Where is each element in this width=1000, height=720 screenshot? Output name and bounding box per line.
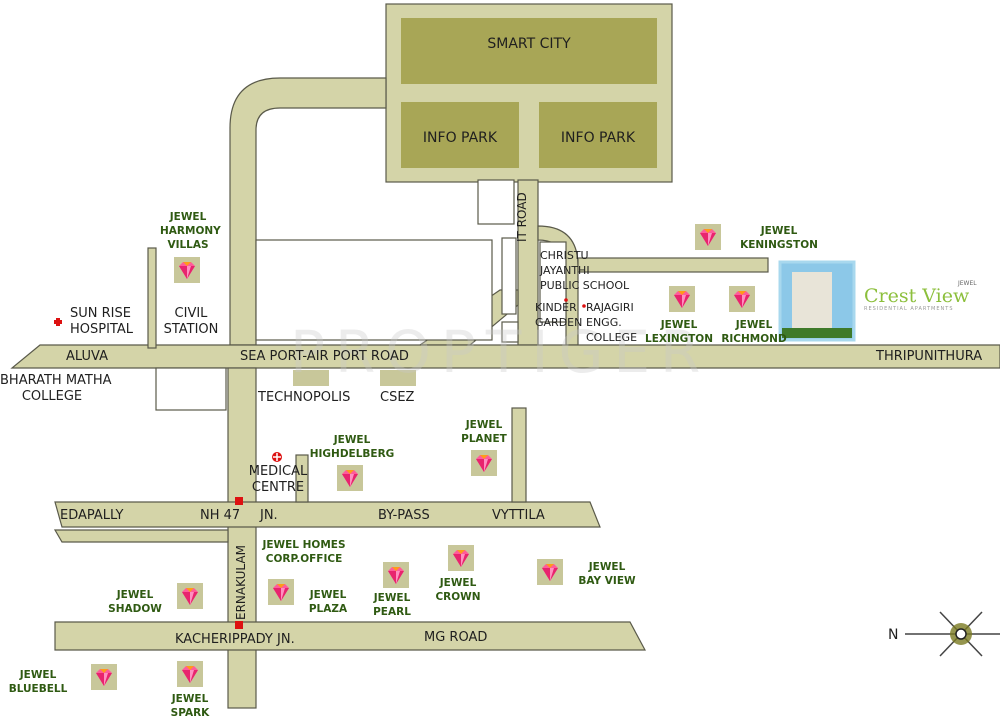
jewel-richmond-gem-icon[interactable]: [729, 286, 755, 312]
rajagiri-dot: [582, 304, 586, 308]
jewel-bluebell-gem-icon[interactable]: [91, 664, 117, 690]
seaport-airport-road-label: SEA PORT-AIR PORT ROAD: [240, 349, 409, 364]
info-park-zone-2: [539, 102, 657, 168]
smart-city-zone: [401, 18, 657, 84]
jewel-lexington-label: JEWEL LEXINGTON: [645, 319, 713, 345]
medical-centre-label: MEDICAL CENTRE: [248, 464, 308, 495]
nh47-road: [227, 367, 257, 709]
jewel-crown-label: JEWEL CROWN: [435, 577, 481, 603]
jewel-spark-label: JEWEL SPARK: [170, 693, 210, 719]
aluva-label: ALUVA: [66, 349, 108, 364]
info-park-zone-1: [401, 102, 519, 168]
medical-lane: [295, 454, 309, 503]
building-shape: [792, 272, 832, 334]
brand-name: Crest View: [864, 285, 970, 307]
ernakulam-label: ERNAKULAM: [234, 545, 248, 620]
brand-subtitle: RESIDENTIAL APARTMENTS: [864, 306, 954, 312]
bharath-matha-label: BHARATH MATHA COLLEGE: [0, 373, 112, 404]
civil-station-label: CIVIL STATION: [163, 306, 219, 337]
jewel-harmony-villas-gem-icon[interactable]: [174, 257, 200, 283]
nh47-marker: [235, 497, 243, 505]
jewel-keningston-label: JEWEL KENINGSTON: [740, 225, 818, 251]
edapally-lower-lane: [53, 529, 229, 543]
jewel-pearl-gem-icon[interactable]: [383, 562, 409, 588]
jewel-planet-label: JEWEL PLANET: [461, 419, 507, 445]
edapally-label: EDAPALLY: [60, 508, 124, 523]
block-white: [477, 179, 515, 225]
jewel-highdelberg-label: JEWEL HIGHDELBERG: [309, 434, 395, 460]
bypass-road: [54, 501, 601, 528]
nh47-label: NH 47: [200, 508, 241, 523]
smart-city-label: SMART CITY: [487, 36, 571, 52]
info-park-label-2: INFO PARK: [560, 130, 636, 146]
block-white: [539, 241, 567, 323]
block-white: [255, 239, 493, 341]
jewel-plaza-gem-icon[interactable]: [268, 579, 294, 605]
aluva-side-road: [147, 247, 157, 349]
jn-label: JN.: [260, 508, 278, 523]
mg-road-label: MG ROAD: [424, 630, 488, 645]
mg-road: [54, 621, 647, 651]
kinder-garden-dot: [564, 298, 568, 302]
it-road-label: IT ROAD: [515, 192, 529, 242]
medical-cross-glyph: [273, 453, 281, 461]
jewel-bluebell-label: JEWEL BLUEBELL: [8, 669, 68, 695]
sunrise-hospital-label: SUN RISE HOSPITAL: [70, 306, 134, 337]
kacherippady-marker: [235, 621, 243, 629]
vyttila-road: [511, 407, 527, 503]
technopolis-label: TECHNOPOLIS: [258, 390, 351, 405]
technopolis-zone: [293, 370, 329, 386]
block-white: [155, 367, 227, 411]
csez-label: CSEZ: [380, 390, 415, 405]
compass-icon: [905, 611, 1000, 657]
info-park-label-1: INFO PARK: [422, 130, 498, 146]
jewel-planet-gem-icon[interactable]: [471, 450, 497, 476]
jewel-crown-gem-icon[interactable]: [448, 545, 474, 571]
jewel-keningston-gem-icon[interactable]: [695, 224, 721, 250]
jewel-homes-corp-office-label: JEWEL HOMES CORP.OFFICE: [262, 539, 346, 565]
crest-view-logo: Crest View JEWEL RESIDENTIAL APARTMENTS: [864, 280, 977, 312]
hospital-cross-icon: [54, 318, 62, 326]
bypass-label: BY-PASS: [378, 508, 430, 523]
block-white: [501, 321, 519, 343]
block-white: [501, 237, 517, 315]
brand-tag: JEWEL: [958, 280, 977, 287]
jewel-shadow-label: JEWEL SHADOW: [108, 589, 162, 615]
compass-north-label: N: [888, 627, 899, 643]
jewel-harmony-villas-label: JEWEL HARMONY VILLAS: [160, 211, 221, 251]
jewel-highdelberg-gem-icon[interactable]: [337, 465, 363, 491]
watermark: PROPTIGER: [290, 318, 711, 386]
kacherippady-label: KACHERIPPADY JN.: [175, 632, 295, 647]
thripunithura-label: THRIPUNITHURA: [876, 349, 983, 364]
jewel-spark-gem-icon[interactable]: [177, 661, 203, 687]
keningston-road: [577, 257, 769, 273]
vyttila-label: VYTTILA: [492, 508, 545, 523]
seaport-airport-road: [10, 344, 1000, 369]
jewel-pearl-label: JEWEL PEARL: [373, 592, 411, 618]
csez-zone: [380, 370, 416, 386]
jewel-bay-view-gem-icon[interactable]: [537, 559, 563, 585]
jewel-shadow-gem-icon[interactable]: [177, 583, 203, 609]
jewel-bay-view-label: JEWEL BAY VIEW: [578, 561, 636, 587]
christu-jayanthi-label: CHRISTU JAYANTHI PUBLIC SCHOOL: [540, 249, 630, 292]
building-greenery: [782, 328, 852, 338]
jewel-lexington-gem-icon[interactable]: [669, 286, 695, 312]
kinder-garden-label: KINDER GARDEN: [535, 301, 583, 329]
jewel-plaza-label: JEWEL PLAZA: [308, 589, 348, 615]
jewel-richmond-label: JEWEL RICHMOND: [721, 319, 787, 345]
rajagiri-label: RAJAGIRI ENGG. COLLEGE: [586, 301, 638, 344]
